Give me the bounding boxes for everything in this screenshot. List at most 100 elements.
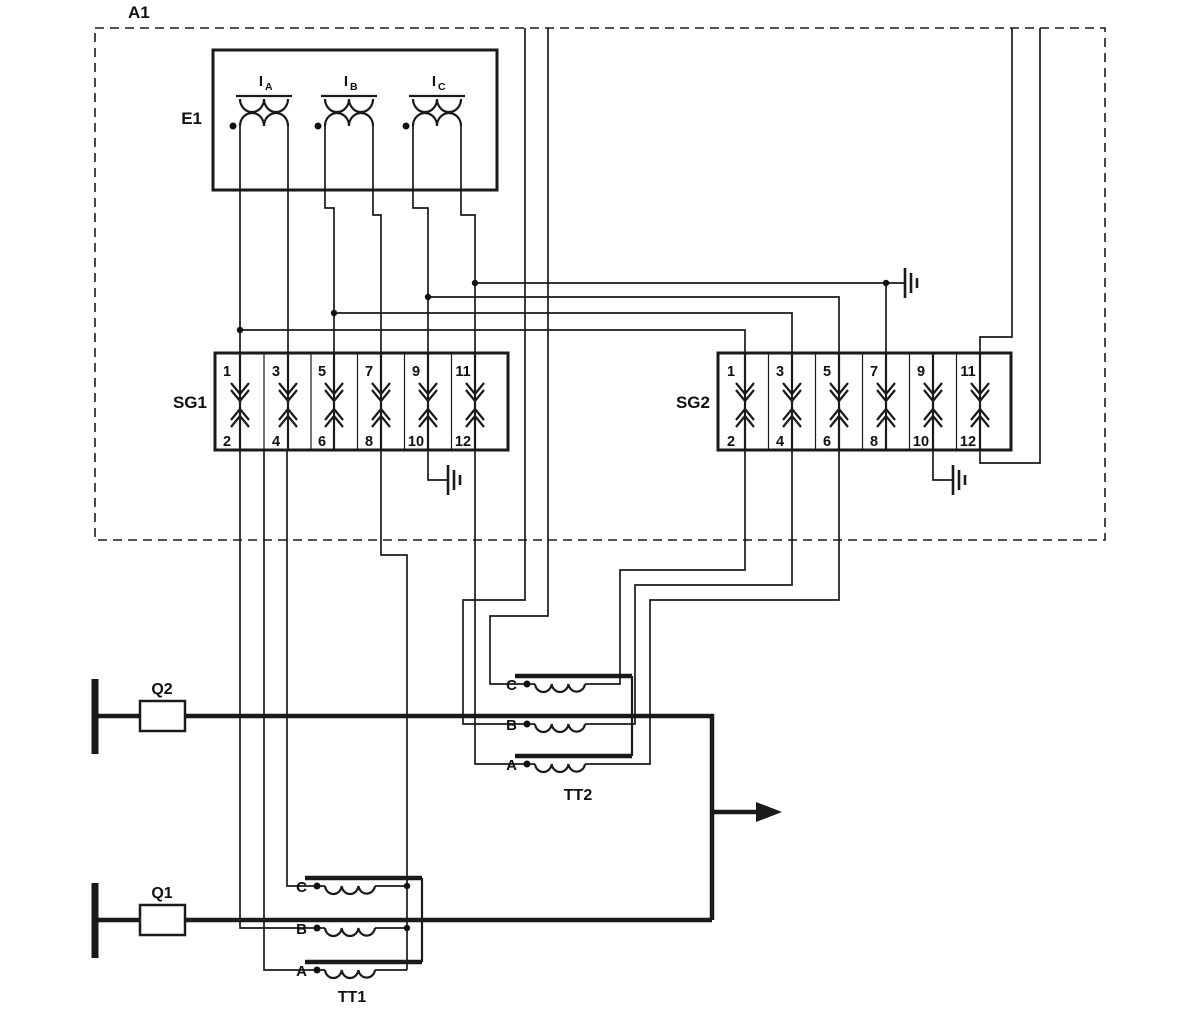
junction-dot [882, 279, 890, 287]
sg1-label: SG1 [173, 393, 207, 412]
ground-icon [903, 266, 919, 300]
polarity-dot [314, 122, 322, 130]
enclosure-border [94, 27, 1106, 541]
junction-dot [403, 924, 411, 932]
ct-winding [533, 722, 587, 734]
terminal-number: 2 [223, 434, 231, 450]
tt1-primary-bars [305, 875, 422, 965]
phase-label: C [296, 879, 307, 896]
ct-winding [533, 762, 587, 774]
e1-winding-ic: I C [402, 73, 467, 130]
ct-winding [533, 682, 587, 694]
terminal-number: 4 [776, 434, 784, 450]
breaker-q1 [138, 903, 187, 937]
phase-label: C [506, 677, 517, 694]
terminal-number: 3 [776, 364, 784, 380]
winding-symbol [407, 94, 467, 128]
ground-symbol-sg2 [951, 463, 967, 497]
winding-label-phase: C [438, 81, 446, 93]
e1-winding-ib: I B [314, 73, 379, 130]
terminal-number: 1 [223, 364, 231, 380]
terminal-number: 12 [960, 434, 976, 450]
ground-symbol-sg1 [446, 463, 462, 497]
ct-winding [323, 884, 377, 896]
tt2-label: TT2 [564, 787, 593, 804]
winding-label-phase: A [265, 81, 273, 93]
terminal-number: 7 [365, 364, 373, 380]
junction-dot [403, 882, 411, 890]
sg2-to-tt2-wires [462, 28, 840, 765]
junction-dot [236, 326, 244, 334]
external-right-wires [979, 28, 1041, 464]
feeders: Q2 Q1 [91, 679, 782, 958]
terminal-connector [229, 351, 251, 452]
winding-symbol [319, 94, 379, 128]
polarity-dot [313, 924, 321, 932]
winding-symbol [234, 94, 294, 128]
terminal-connector [875, 351, 897, 452]
q1-label: Q1 [151, 885, 172, 902]
e1-box [211, 48, 499, 192]
polarity-dot [313, 882, 321, 890]
wiring [239, 28, 1041, 971]
phase-label: B [506, 717, 517, 734]
transducer-e1: E1 I A I B I C [181, 48, 499, 192]
terminal-number: 6 [823, 434, 831, 450]
tt2-primary-bars [515, 673, 632, 759]
terminal-number: 10 [408, 434, 424, 450]
q2-label: Q2 [151, 681, 172, 698]
terminal-number: 7 [870, 364, 878, 380]
polarity-dot [402, 122, 410, 130]
terminal-connector [370, 351, 392, 452]
junction-dot [330, 309, 338, 317]
terminal-connector [828, 351, 850, 452]
terminal-number: 2 [727, 434, 735, 450]
terminal-connector [781, 351, 803, 452]
terminal-number: 9 [412, 364, 420, 380]
terminal-number: 9 [917, 364, 925, 380]
winding-label-phase: B [350, 81, 358, 93]
terminal-number: 3 [272, 364, 280, 380]
sg1-box [213, 351, 510, 452]
breaker-q2 [138, 699, 187, 733]
phase-label: A [296, 963, 307, 980]
winding-label-prefix: I [344, 73, 348, 90]
terminal-number: 4 [272, 434, 280, 450]
ct-winding [323, 926, 377, 938]
terminal-block-sg1: SG1 1 3 5 7 9 11 2 4 6 8 10 12 [173, 351, 510, 452]
terminal-number: 5 [318, 364, 326, 380]
terminal-number: 6 [318, 434, 326, 450]
ct-winding [323, 968, 377, 980]
junction-dot [424, 293, 432, 301]
polarity-dot [523, 680, 531, 688]
sg2-cell-separators [767, 353, 958, 450]
ground-lead-wires [427, 450, 953, 481]
terminal-number: 11 [455, 364, 470, 380]
sg1-to-tt1-wires [239, 450, 408, 971]
terminal-connector [734, 351, 756, 452]
e1-secondary-wires [239, 126, 905, 353]
polarity-dot [523, 760, 531, 768]
e1-winding-ia: I A [229, 73, 294, 130]
terminal-number: 11 [960, 364, 975, 380]
tt1-label: TT1 [338, 989, 367, 1006]
enclosure-a1: A1 [94, 3, 1106, 541]
winding-label-prefix: I [432, 73, 436, 90]
terminal-connector [277, 351, 299, 452]
enclosure-label: A1 [128, 3, 150, 22]
phase-label: B [296, 921, 307, 938]
phase-label: A [506, 757, 517, 774]
ground-icon [446, 463, 462, 497]
ct-group-tt2: C B A TT2 [506, 673, 634, 804]
junction-dots [236, 279, 890, 932]
polarity-dot [313, 966, 321, 974]
terminal-number: 8 [365, 434, 373, 450]
terminal-block-sg2: SG2 1 3 5 7 9 11 2 4 6 8 10 12 [676, 351, 1013, 452]
ct-group-tt1: C B A TT1 [296, 875, 424, 1006]
polarity-dot [523, 720, 531, 728]
winding-label-prefix: I [259, 73, 263, 90]
terminal-number: 10 [913, 434, 929, 450]
sg1-cell-separators [263, 353, 453, 450]
